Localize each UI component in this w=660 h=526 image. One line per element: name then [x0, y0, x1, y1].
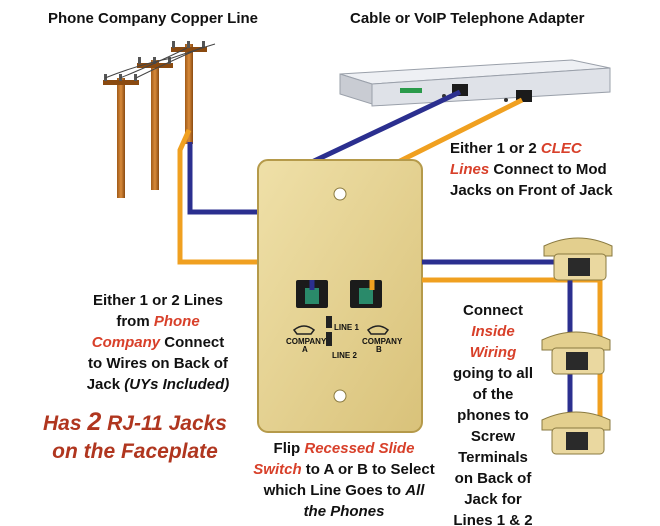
phone-company-note: Either 1 or 2 Lines from Phone Company C… — [86, 292, 230, 393]
title-copper-line: Phone Company Copper Line — [48, 10, 259, 27]
rj11-jack-b — [350, 280, 382, 308]
rj11-jack-a — [296, 280, 328, 308]
wall-jack-faceplate: LINE 1 LINE 2 COMPANY A COMPANY B — [257, 159, 423, 433]
utility-poles — [103, 41, 216, 198]
label-company-b: COMPANY — [362, 337, 403, 346]
telephone-adapter — [339, 59, 611, 107]
label-a: A — [302, 345, 308, 354]
label-line-2: LINE 2 — [332, 351, 357, 360]
headline: Has 2 RJ-11 Jacks on the Faceplate — [43, 408, 227, 463]
utility-pole-1 — [103, 74, 139, 198]
utility-pole-3 — [171, 41, 207, 144]
phone-icon-a — [292, 325, 316, 335]
telephone-3 — [541, 411, 611, 455]
clec-note: Either 1 or 2 CLEC Lines Connect to Mod … — [450, 140, 613, 199]
telephone-2 — [541, 331, 611, 375]
label-b: B — [376, 345, 382, 354]
label-line-1: LINE 1 — [334, 323, 359, 332]
inside-wiring-note: Connect Inside Wiring going to all of th… — [453, 302, 533, 526]
telephone-1 — [543, 237, 613, 281]
pole-wires — [177, 128, 262, 265]
switch-note: Flip Recessed Slide Switch to A or B to … — [253, 440, 435, 520]
label-company-a: COMPANY — [286, 337, 327, 346]
utility-pole-2 — [137, 57, 173, 190]
title-telephone-adapter: Cable or VoIP Telephone Adapter — [350, 10, 585, 27]
phone-icon-b — [366, 325, 390, 335]
